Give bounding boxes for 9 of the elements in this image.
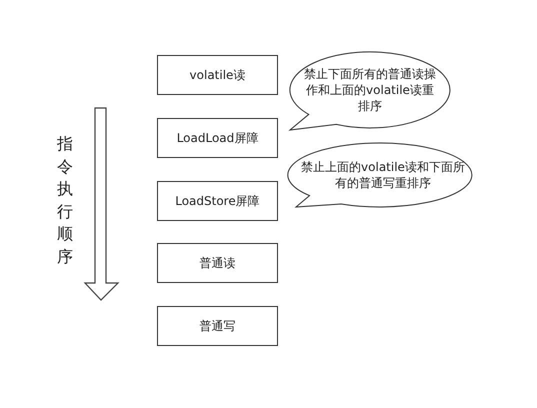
- speech-bubble: [286, 50, 452, 132]
- callout-text: 禁止下面所有的普通读操作和上面的volatile读重排序: [303, 66, 437, 114]
- process-box: LoadStore屏障: [157, 181, 278, 221]
- process-box: volatile读: [157, 55, 278, 95]
- process-box: 普通读: [157, 243, 278, 283]
- process-box: 普通写: [157, 306, 278, 346]
- callout-text: 禁止上面的volatile读和下面所有的普通写重排序: [300, 159, 466, 191]
- process-box: LoadLoad屏障: [157, 118, 278, 158]
- vertical-label: 指令执行顺序: [56, 133, 74, 268]
